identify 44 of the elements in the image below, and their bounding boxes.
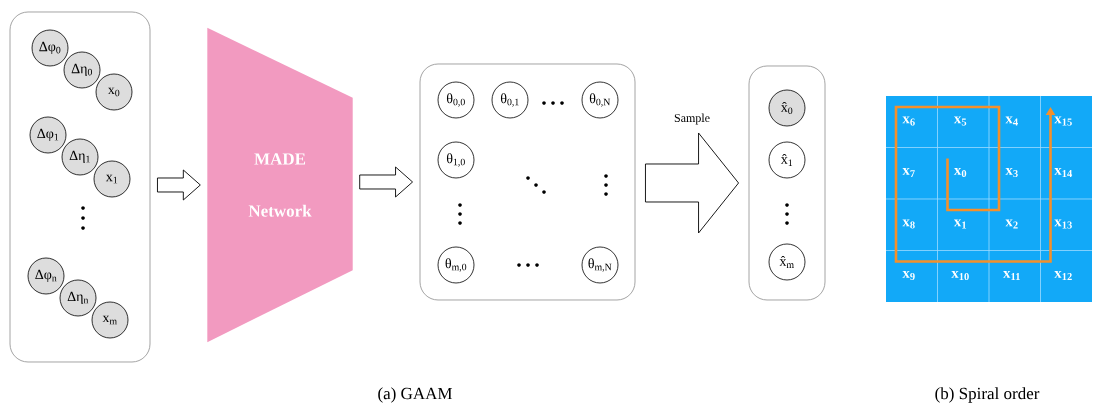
cell-label: x$_{12}$ [1054,270,1072,280]
circle-node: θ$_{m,N}$ [581,246,619,284]
circle-node: θ$_{m,0}$ [437,246,475,284]
cell-label: x$_{5}$ [953,116,967,126]
circle-node: Δφ$_{n}$ [27,257,65,295]
circle-node: Δη$_{1}$ [61,138,99,176]
cell-label: x$_{3}$ [1005,167,1018,178]
cell-label: x$_{9}$ [902,270,915,281]
cell-label: x$_{14}$ [1054,167,1073,177]
circle-node: θ$_{0,1}$ [491,81,529,119]
cell-label: x$_{4}$ [1005,116,1018,126]
circle-node: θ$_{0,N}$ [581,81,619,119]
circle-node: x$_{0}$ [95,73,133,111]
circle-node: x̂$_{m}$ [768,243,806,281]
circle-node: Δη$_{n}$ [59,279,97,317]
cell-label: x$_{1}$ [953,219,967,229]
cell-label: x$_{2}$ [1005,219,1018,229]
cell-label: x$_{0}$ [953,167,967,178]
circle-node: Δη$_{0}$ [63,51,101,89]
circle-node: x$_{m}$ [91,301,129,339]
cell-label: x$_{6}$ [902,116,915,126]
block-arrow [359,166,413,198]
rounded-panel [419,63,636,301]
circle-node: x̂$_{0}$ [768,89,806,127]
circle-node: x$_{1}$ [93,160,131,198]
circle-node: θ$_{0,0}$ [437,81,475,119]
block-arrow [157,169,201,201]
rounded-panel [748,65,826,301]
circle-node: θ$_{1,0}$ [437,141,475,179]
block-arrow [645,132,739,234]
rounded-panel [9,11,151,363]
cell-label: x$_{13}$ [1054,219,1072,229]
edge-label: Sample [674,113,710,125]
caption: (a) GAAM [378,387,453,403]
cell-label: x$_{11}$ [1003,270,1020,280]
cell-label: x$_{10}$ [951,270,969,281]
circle-node: Δφ$_{0}$ [31,29,69,67]
circle-node: x̂$_{1}$ [768,141,806,179]
cell-label: x$_{8}$ [902,219,915,229]
caption: (b) Spiral order [935,387,1040,403]
circle-node: Δφ$_{1}$ [29,116,67,154]
cell-label: x$_{7}$ [902,167,915,177]
network-trapezoid: MADE Network [207,27,353,343]
cell-label: x$_{15}$ [1054,116,1072,126]
